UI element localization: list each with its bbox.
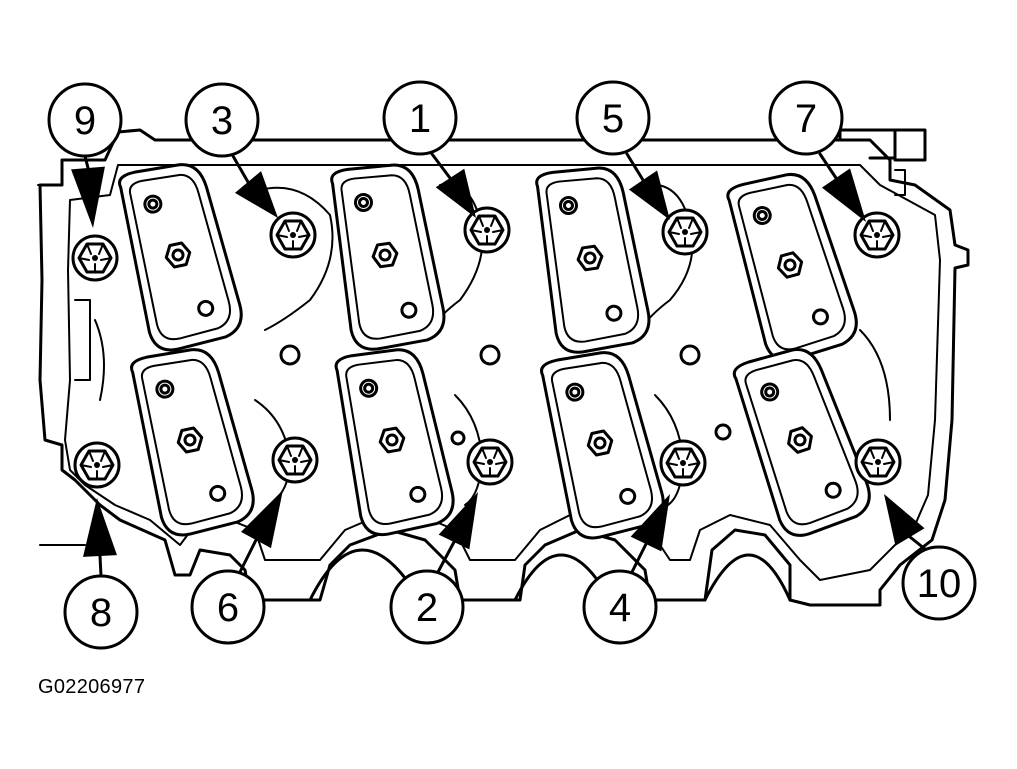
callout-9: 9: [47, 82, 123, 228]
head-bolt: [853, 211, 901, 259]
callout-number: 5: [602, 97, 624, 141]
callout-number: 1: [409, 97, 431, 141]
head-bolt: [73, 441, 121, 489]
callout-8: 8: [63, 498, 139, 650]
callout-7: 7: [768, 80, 866, 222]
callout-number: 4: [609, 586, 631, 630]
casting-holes: [279, 344, 732, 446]
callouts: 9 3 1 5 7 8 6 2 4 10: [47, 80, 977, 650]
leader-line: [630, 542, 648, 574]
head-bolt: [854, 438, 902, 486]
leader-line: [98, 554, 103, 578]
callout-number: 6: [217, 586, 239, 630]
rocker-arms: [118, 163, 871, 540]
callout-circle: [190, 569, 266, 645]
callout-6: 6: [190, 490, 283, 645]
rocker-arm: [732, 348, 871, 537]
callout-10: 10: [884, 494, 977, 621]
rocker-arm: [118, 163, 243, 352]
callout-circle: [582, 569, 658, 645]
head-bolts: [71, 206, 902, 489]
rocker-arm: [130, 348, 255, 537]
callout-number: 10: [917, 562, 962, 606]
leader-line: [238, 538, 258, 574]
arrow-icon: [628, 170, 670, 220]
head-bolt: [466, 438, 514, 486]
head-bolt: [463, 206, 511, 254]
callout-number: 3: [211, 99, 233, 143]
callout-circle: [575, 80, 651, 156]
arrow-icon: [71, 166, 105, 228]
head-bolt: [659, 439, 707, 487]
rocker-arm: [726, 172, 858, 362]
callout-circle: [901, 545, 977, 621]
callout-circle: [63, 574, 139, 650]
arrow-icon: [438, 492, 478, 550]
callout-2: 2: [389, 492, 478, 645]
arrow-icon: [821, 168, 866, 222]
arrow-icon: [630, 494, 670, 552]
callout-circle: [382, 80, 458, 156]
figure-id: G02206977: [38, 676, 146, 698]
callout-number: 7: [795, 97, 817, 141]
leader-line: [430, 152, 452, 180]
leader-line: [436, 540, 456, 574]
rocker-arm: [330, 163, 446, 351]
callout-number: 8: [90, 591, 112, 635]
rocker-arm: [334, 348, 455, 537]
arrow-icon: [83, 498, 117, 557]
head-bolt: [271, 436, 319, 484]
leader-line: [231, 154, 250, 184]
callout-circle: [47, 82, 123, 158]
rocker-arm: [535, 166, 651, 354]
callout-number: 2: [416, 586, 438, 630]
head-bolt: [71, 234, 119, 282]
callout-5: 5: [575, 80, 670, 220]
arrow-icon: [234, 171, 278, 218]
leader-line: [83, 154, 90, 170]
callout-3: 3: [184, 82, 278, 218]
callout-circle: [389, 569, 465, 645]
callout-4: 4: [582, 494, 670, 645]
rocker-arm: [540, 351, 665, 540]
leader-line: [818, 152, 838, 180]
callout-1: 1: [382, 80, 476, 218]
head-bolt: [661, 208, 709, 256]
arrow-icon: [884, 494, 925, 546]
arrow-icon: [241, 490, 283, 549]
callout-circle: [768, 80, 844, 156]
leader-line: [908, 535, 927, 551]
callout-circle: [184, 82, 260, 158]
head-bolt: [269, 211, 317, 259]
leader-line: [625, 152, 645, 182]
arrow-icon: [435, 168, 476, 218]
callout-number: 9: [74, 99, 96, 143]
